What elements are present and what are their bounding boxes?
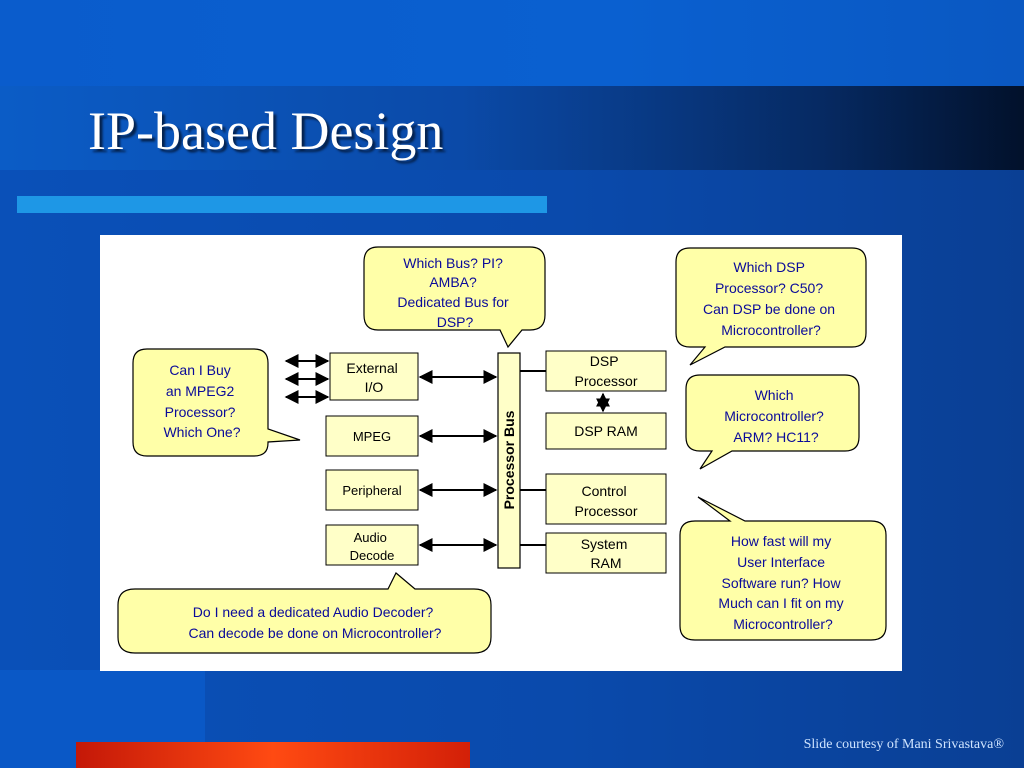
block-system-ram-label: System RAM <box>581 536 632 571</box>
block-dsp-processor-label: DSP Processor <box>574 353 637 389</box>
block-mpeg-label: MPEG <box>353 429 391 444</box>
accent-bar <box>76 742 470 768</box>
processor-bus-label: Processor Bus <box>501 410 517 509</box>
block-peripheral <box>325 469 419 511</box>
block-system-ram <box>545 532 667 574</box>
callout-micro-text: Which Microcontroller? ARM? HC11? <box>724 387 827 445</box>
title-underline <box>17 196 547 213</box>
callout-mpeg-text: Can I Buy an MPEG2 Processor? Which One? <box>163 362 240 440</box>
callout-audio-text: Do I need a dedicated Audio Decoder? Can… <box>189 604 442 641</box>
callout-dsp-bubble <box>675 247 867 366</box>
block-dsp-ram-label: DSP RAM <box>574 423 638 439</box>
block-mpeg <box>325 415 419 457</box>
ip-design-diagram: Which Bus? PI? AMBA? Dedicated Bus for D… <box>100 235 902 671</box>
block-external-io <box>329 352 419 401</box>
block-audio-decode <box>325 524 419 566</box>
header-band <box>0 0 1024 86</box>
callout-dsp-text: Which DSP Processor? C50? Can DSP be don… <box>703 259 839 338</box>
diagram-canvas: Which Bus? PI? AMBA? Dedicated Bus for D… <box>117 246 887 654</box>
slide-credit: Slide courtesy of Mani Srivastava® <box>803 737 1004 752</box>
title-band <box>0 86 1024 170</box>
callout-bus-bubble <box>363 246 546 349</box>
block-dsp-ram <box>545 412 667 450</box>
callout-ui-text: How fast will my User Interface Software… <box>718 533 847 632</box>
slide-title: IP-based Design <box>88 101 444 161</box>
block-control-processor-label: Control Processor <box>574 483 637 519</box>
block-external-io-label: External I/O <box>346 360 401 395</box>
block-control-processor <box>545 473 667 525</box>
callout-micro-bubble <box>685 374 860 470</box>
callout-audio-bubble <box>117 572 492 654</box>
callout-mpeg-bubble <box>132 348 301 457</box>
callout-bus-text: Which Bus? PI? AMBA? Dedicated Bus for D… <box>397 255 512 330</box>
block-peripheral-label: Peripheral <box>342 483 401 498</box>
callout-ui-bubble <box>679 496 887 641</box>
block-audio-decode-label: Audio Decode <box>350 530 395 563</box>
processor-bus <box>497 352 521 569</box>
